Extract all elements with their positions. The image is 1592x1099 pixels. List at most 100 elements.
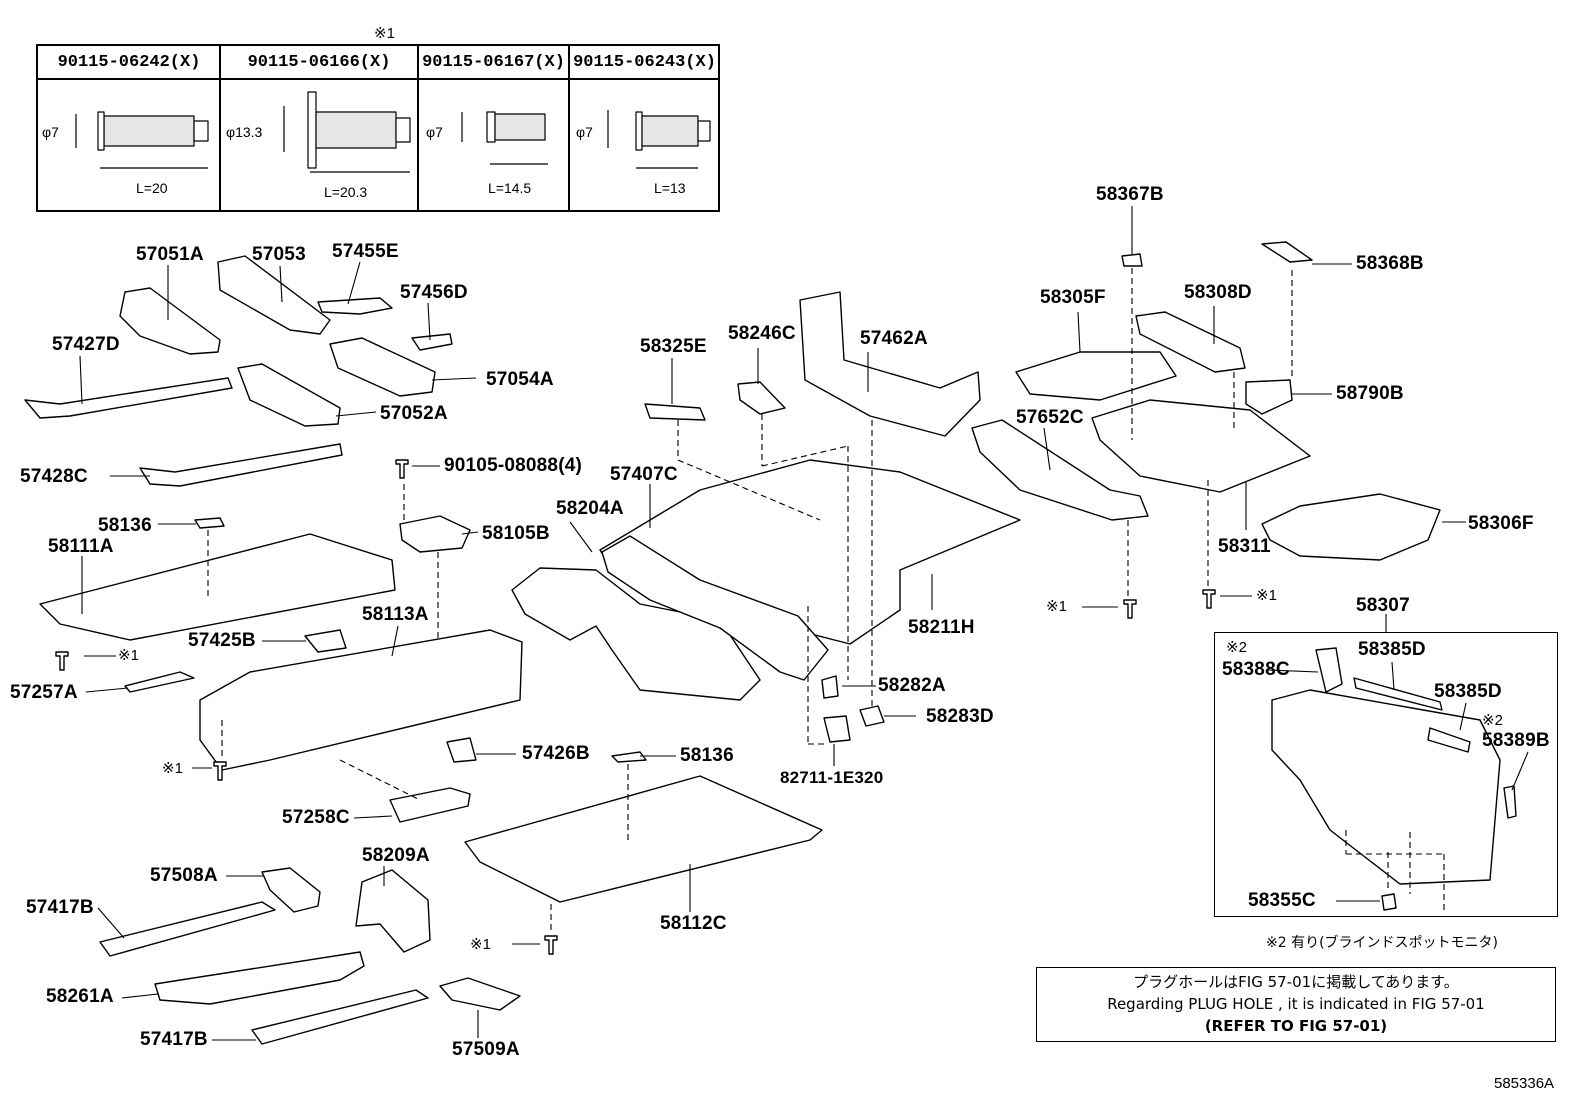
plug-hole-reference[interactable]: (REFER TO FIG 57-01) — [1204, 1017, 1388, 1035]
bolt-table-note: ※1 — [374, 25, 395, 42]
part-label-57508A[interactable]: 57508A — [150, 865, 218, 886]
part-label-58790B[interactable]: 58790B — [1336, 383, 1404, 404]
bolt-divider — [219, 46, 221, 210]
part-58136b-shape — [611, 751, 647, 763]
part-57051A-shape — [119, 287, 221, 355]
part-57462A-shape — [799, 291, 981, 437]
part-label-58367B[interactable]: 58367B — [1096, 184, 1164, 205]
part-label-57428C[interactable]: 57428C — [20, 466, 88, 487]
part-label-58111A[interactable]: 58111A — [48, 536, 114, 557]
part-label-57509A[interactable]: 57509A — [452, 1039, 520, 1060]
bolt-col-2-length: L=20.3 — [324, 184, 368, 200]
mark-note-1: ※1 — [1256, 587, 1277, 604]
part-label-58308D[interactable]: 58308D — [1184, 282, 1252, 303]
bolt-4-drawing — [635, 111, 711, 151]
part-label-58112C[interactable]: 58112C — [660, 913, 727, 934]
bolt-m1e-shape — [1202, 589, 1216, 609]
part-label-57455E[interactable]: 57455E — [332, 241, 399, 262]
part-57417Bb-shape — [251, 989, 429, 1045]
part-label-57257A[interactable]: 57257A — [10, 682, 78, 703]
part-57509A-shape — [439, 977, 521, 1011]
bolt-divider — [417, 46, 419, 210]
part-label-58246C[interactable]: 58246C — [728, 323, 796, 344]
part-57258C-shape — [389, 787, 471, 823]
part-label-58261A[interactable]: 58261A — [46, 986, 114, 1007]
bolt-col-1-diameter: φ7 — [42, 124, 59, 140]
part-label-58307[interactable]: 58307 — [1356, 595, 1410, 616]
bolt-m1c-shape — [544, 935, 558, 955]
part-58385Da-shape — [1353, 677, 1443, 711]
part-57652C-shape — [971, 419, 1149, 521]
part-label-58105B[interactable]: 58105B — [482, 523, 550, 544]
bolt-col-1-part: 90115-06242(X) — [38, 46, 220, 80]
part-label-57652C[interactable]: 57652C — [1016, 407, 1084, 428]
part-label-58385D-lower[interactable]: 58385D — [1434, 681, 1502, 702]
part-label-58355C[interactable]: 58355C — [1248, 890, 1316, 911]
part-label-57258C[interactable]: 57258C — [282, 807, 350, 828]
part-58790B-shape — [1245, 379, 1293, 415]
part-label-58136[interactable]: 58136 — [98, 515, 152, 536]
part-label-58311[interactable]: 58311 — [1218, 536, 1271, 557]
part-57257A-shape — [124, 671, 195, 693]
part-58261A-shape — [154, 951, 365, 1005]
part-58389B-shape — [1503, 785, 1517, 819]
part-label-57456D[interactable]: 57456D — [400, 282, 468, 303]
bolt-col-3-diameter: φ7 — [426, 124, 443, 140]
part-label-58136-lower[interactable]: 58136 — [680, 745, 734, 766]
part-57417Ba-shape — [99, 901, 276, 957]
part-label-58113A[interactable]: 58113A — [362, 604, 429, 625]
part-label-58209A[interactable]: 58209A — [362, 845, 430, 866]
part-57508A-shape — [261, 867, 321, 913]
part-57426B-shape — [446, 737, 477, 763]
figure-id: 585336A — [1494, 1075, 1555, 1092]
bolt-col-2-diameter: φ13.3 — [226, 124, 263, 140]
part-label-58283D[interactable]: 58283D — [926, 706, 994, 727]
part-label-58282A[interactable]: 58282A — [878, 675, 946, 696]
part-label-57417B-upper[interactable]: 57417B — [26, 897, 94, 918]
part-label-57051A[interactable]: 57051A — [136, 244, 204, 265]
part-label-57425B[interactable]: 57425B — [188, 630, 256, 651]
bolt-2-drawing — [307, 91, 411, 169]
part-label-58305F[interactable]: 58305F — [1040, 287, 1106, 308]
part-label-57053[interactable]: 57053 — [252, 244, 306, 265]
bolt-col-3-part: 90115-06167(X) — [418, 46, 569, 80]
part-label-58325E[interactable]: 58325E — [640, 336, 707, 357]
plug-hole-note-jp: プラグホールはFIG 57-01に掲載してあります。 — [1133, 973, 1459, 991]
part-label-57054A[interactable]: 57054A — [486, 369, 554, 390]
part-58204A-shape — [511, 567, 761, 701]
part-57455E-shape — [317, 297, 393, 315]
part-57425B-shape — [304, 629, 347, 653]
bolt-col-1-length: L=20 — [136, 180, 168, 196]
part-58368B-shape — [1261, 241, 1313, 263]
part-58282A-shape — [821, 675, 839, 699]
part-58209A-shape — [355, 869, 431, 953]
part-58325E-shape — [644, 403, 706, 421]
part-label-58389B[interactable]: 58389B — [1482, 730, 1550, 751]
part-57456D-shape — [411, 333, 453, 351]
part-label-58385D-upper[interactable]: 58385D — [1358, 639, 1426, 660]
part-58283D-shape — [859, 705, 885, 727]
part-label-58368B[interactable]: 58368B — [1356, 253, 1424, 274]
part-label-57426B[interactable]: 57426B — [522, 743, 590, 764]
part-label-90105-08088[interactable]: 90105-08088(4) — [444, 455, 583, 476]
part-label-58388C[interactable]: 58388C — [1222, 659, 1290, 680]
part-label-57407C[interactable]: 57407C — [610, 464, 678, 485]
bolt-divider — [568, 46, 570, 210]
part-57052A-shape — [237, 363, 341, 427]
part-label-58211H[interactable]: 58211H — [908, 617, 975, 638]
part-82711-shape — [823, 715, 851, 743]
part-label-57462A[interactable]: 57462A — [860, 328, 928, 349]
part-label-57427D[interactable]: 57427D — [52, 334, 120, 355]
part-label-58306F[interactable]: 58306F — [1468, 513, 1534, 534]
part-58388C-shape — [1315, 647, 1343, 693]
part-label-57417B-lower[interactable]: 57417B — [140, 1029, 208, 1050]
part-58305F-shape — [1015, 351, 1177, 401]
part-label-82711-1E320[interactable]: 82711-1E320 — [780, 768, 884, 787]
bolt-90105-shape — [395, 459, 409, 479]
footnote-note-2: ※2 有り(ブラインドスポットモニタ) — [1266, 935, 1499, 951]
part-58308D-shape — [1135, 311, 1246, 373]
part-58306F-shape — [1261, 493, 1441, 561]
part-label-57052A[interactable]: 57052A — [380, 403, 448, 424]
part-label-58204A[interactable]: 58204A — [556, 498, 624, 519]
